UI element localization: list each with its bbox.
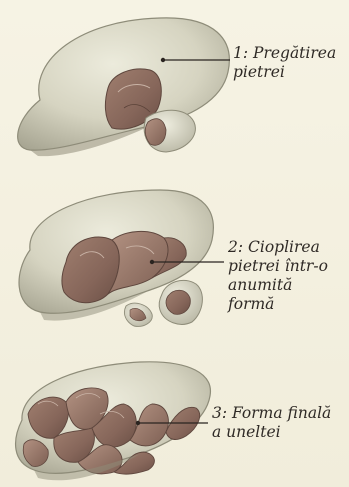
- step-1-line-1: 1: Pregătirea: [233, 44, 336, 63]
- step-2-line-1: 2: Cioplirea: [228, 238, 328, 257]
- step-3-label: 3: Forma finală a uneltei: [212, 404, 331, 442]
- stone-step-3: [16, 362, 211, 480]
- step-1-line-2: pietrei: [233, 63, 336, 82]
- step-3-line-2: a uneltei: [212, 423, 331, 442]
- stone-step-2: [19, 190, 224, 326]
- step-1-label: 1: Pregătirea pietrei: [233, 44, 336, 82]
- step-2-line-4: formă: [228, 295, 328, 314]
- step-2-label: 2: Cioplirea pietrei într-o anumită form…: [228, 238, 328, 314]
- step-3-line-1: 3: Forma finală: [212, 404, 331, 423]
- stone-step-1: [18, 18, 230, 156]
- step-2-line-2: pietrei într-o: [228, 257, 328, 276]
- step-2-line-3: anumită: [228, 276, 328, 295]
